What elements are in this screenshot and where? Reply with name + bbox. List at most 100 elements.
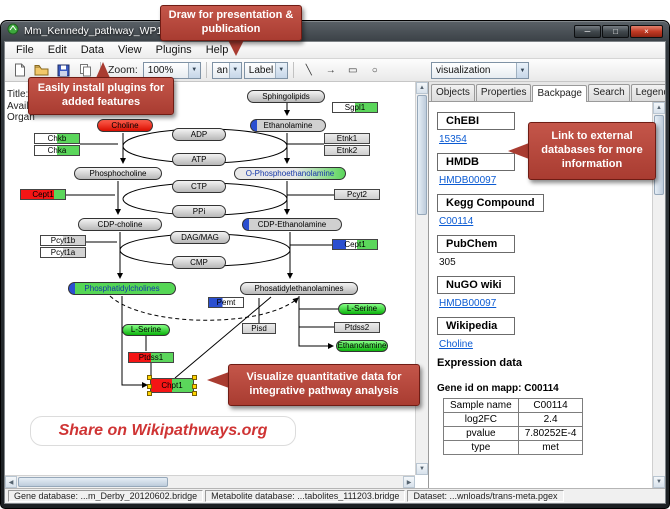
tab-properties[interactable]: Properties bbox=[475, 84, 532, 101]
node-ethanolamine[interactable]: Ethanolamine bbox=[250, 119, 326, 132]
datanode-combobox[interactable]: an ▼ bbox=[211, 61, 242, 79]
node-ptdss2[interactable]: Ptdss2 bbox=[334, 322, 380, 333]
menubar: File Edit Data View Plugins Help bbox=[5, 42, 665, 59]
node-pcyt1a[interactable]: Pcyt1a bbox=[40, 247, 86, 258]
open-file-button[interactable] bbox=[31, 61, 51, 80]
node-phosphatidylethanolamines[interactable]: Phosatidylethanolamines bbox=[240, 282, 358, 295]
datanode-value: an bbox=[216, 64, 228, 76]
node-pemt[interactable]: Pemt bbox=[208, 297, 244, 308]
chebi-link[interactable]: 15354 bbox=[439, 134, 467, 145]
node-ethanolamine-2[interactable]: Ethanolamine bbox=[336, 340, 388, 352]
table-cell: log2FC bbox=[443, 412, 519, 427]
node-sgpl1[interactable]: Sgpl1 bbox=[332, 102, 378, 113]
section-header: NuGO wiki bbox=[437, 276, 515, 294]
label-value: Label bbox=[248, 64, 274, 76]
node-sphingolipids[interactable]: Sphingolipids bbox=[247, 90, 325, 103]
chevron-down-icon[interactable]: ▼ bbox=[274, 62, 287, 78]
table-cell: met bbox=[517, 440, 584, 455]
scroll-up-icon[interactable]: ▲ bbox=[653, 102, 665, 114]
tab-backpage[interactable]: Backpage bbox=[532, 85, 587, 102]
scroll-up-icon[interactable]: ▲ bbox=[416, 82, 428, 94]
app-icon bbox=[7, 22, 19, 40]
scroll-down-icon[interactable]: ▼ bbox=[416, 463, 428, 475]
tab-legend[interactable]: Legend bbox=[630, 84, 665, 101]
node-chkb[interactable]: Chkb bbox=[34, 133, 80, 144]
selection-handle[interactable] bbox=[147, 375, 152, 380]
node-cdp-choline[interactable]: CDP-choline bbox=[78, 218, 162, 231]
save-button[interactable] bbox=[53, 61, 73, 80]
status-dataset: Dataset: ...wnloads/trans-meta.pgex bbox=[407, 490, 564, 502]
menu-data[interactable]: Data bbox=[80, 44, 104, 56]
chevron-down-icon[interactable]: ▼ bbox=[228, 62, 241, 78]
menu-edit[interactable]: Edit bbox=[47, 44, 67, 56]
kegg-link[interactable]: C00114 bbox=[439, 216, 474, 227]
zoom-combobox[interactable]: 100% ▼ bbox=[142, 61, 201, 79]
callout-pointer-down bbox=[228, 40, 244, 56]
copy-button[interactable] bbox=[75, 61, 95, 80]
node-selected-chpt1[interactable]: Chpt1 bbox=[147, 375, 197, 396]
ellipse-tool-button[interactable]: ○ bbox=[371, 64, 378, 76]
menu-view[interactable]: View bbox=[117, 44, 142, 56]
canvas-vertical-scrollbar[interactable]: ▲ ▼ bbox=[415, 82, 428, 475]
node-dag-mag[interactable]: DAG/MAG bbox=[170, 231, 230, 244]
node-cdp-ethanolamine[interactable]: CDP-Ethanolamine bbox=[242, 218, 342, 231]
node-pisd[interactable]: Pisd bbox=[242, 323, 276, 334]
scroll-down-icon[interactable]: ▼ bbox=[653, 476, 665, 488]
menu-file[interactable]: File bbox=[16, 44, 34, 56]
canvas-hscroll-thumb[interactable] bbox=[18, 477, 168, 487]
node-phosphocholine[interactable]: Phosphocholine bbox=[74, 167, 162, 180]
section-header: Kegg Compound bbox=[437, 194, 544, 212]
canvas-vscroll-thumb[interactable] bbox=[417, 95, 427, 215]
tab-objects[interactable]: Objects bbox=[431, 84, 475, 101]
node-pcyt2[interactable]: Pcyt2 bbox=[334, 189, 380, 200]
selection-handle[interactable] bbox=[147, 384, 152, 389]
new-file-button[interactable] bbox=[9, 61, 29, 80]
node-pcyt1b[interactable]: Pcyt1b bbox=[40, 235, 86, 246]
backpage-section-pubchem: PubChem 305 bbox=[437, 234, 645, 268]
node-adp[interactable]: ADP bbox=[172, 128, 226, 141]
pathway-edges bbox=[66, 103, 338, 388]
nugo-link[interactable]: HMDB00097 bbox=[439, 298, 497, 309]
panel-vertical-scrollbar[interactable]: ▲ ▼ bbox=[652, 102, 665, 488]
selection-handle[interactable] bbox=[192, 384, 197, 389]
node-etnk2[interactable]: Etnk2 bbox=[324, 145, 370, 156]
node-phosphatidylcholines[interactable]: Phosphatidylcholines bbox=[68, 282, 176, 295]
line-tool-button[interactable]: ╲ bbox=[305, 64, 312, 76]
pathway-canvas[interactable]: Title: Avail Organ bbox=[5, 82, 429, 488]
node-chka[interactable]: Chka bbox=[34, 145, 80, 156]
chevron-down-icon[interactable]: ▼ bbox=[187, 62, 200, 78]
titlebar[interactable]: Mm_Kennedy_pathway_WP1771_45176.gpml ─ □… bbox=[1, 21, 669, 39]
tab-search[interactable]: Search bbox=[587, 84, 630, 101]
node-ptdss1[interactable]: Ptdss1 bbox=[128, 352, 174, 363]
wikipedia-link[interactable]: Choline bbox=[439, 339, 473, 350]
selection-handle[interactable] bbox=[147, 391, 152, 396]
node-cept1-left[interactable]: Cept1 bbox=[20, 189, 66, 200]
selection-handle[interactable] bbox=[192, 375, 197, 380]
rect-tool-button[interactable]: ▭ bbox=[348, 64, 358, 76]
hmdb-link[interactable]: HMDB00097 bbox=[439, 175, 497, 186]
close-button[interactable]: × bbox=[630, 24, 663, 38]
backpage-section-nugo: NuGO wiki HMDB00097 bbox=[437, 275, 645, 309]
scroll-right-icon[interactable]: ▶ bbox=[403, 476, 415, 488]
selection-handle[interactable] bbox=[192, 391, 197, 396]
node-choline[interactable]: Choline bbox=[97, 119, 153, 132]
node-cept1-right[interactable]: Cept1 bbox=[332, 239, 378, 250]
node-etnk1[interactable]: Etnk1 bbox=[324, 133, 370, 144]
node-ppi[interactable]: PPi bbox=[172, 205, 226, 218]
node-l-serine-left[interactable]: L-Serine bbox=[122, 324, 170, 336]
node-cmp[interactable]: CMP bbox=[172, 256, 226, 269]
minimize-button[interactable]: ─ bbox=[574, 24, 601, 38]
arrow-tool-button[interactable]: → bbox=[325, 64, 336, 76]
node-atp[interactable]: ATP bbox=[172, 153, 226, 166]
node-l-serine-right[interactable]: L-Serine bbox=[338, 303, 386, 315]
node-o-phosphoethanolamine[interactable]: O-Phosphoethanolamine bbox=[234, 167, 346, 180]
canvas-horizontal-scrollbar[interactable]: ◀ ▶ bbox=[5, 475, 415, 488]
maximize-button[interactable]: □ bbox=[602, 24, 629, 38]
label-combobox[interactable]: Label ▼ bbox=[243, 61, 288, 79]
node-ctp[interactable]: CTP bbox=[172, 180, 226, 193]
menu-plugins[interactable]: Plugins bbox=[155, 44, 192, 56]
scroll-left-icon[interactable]: ◀ bbox=[5, 476, 17, 488]
menu-help[interactable]: Help bbox=[205, 44, 229, 56]
visualization-combobox[interactable]: visualization ▼ bbox=[431, 62, 529, 79]
chevron-down-icon[interactable]: ▼ bbox=[516, 63, 528, 78]
